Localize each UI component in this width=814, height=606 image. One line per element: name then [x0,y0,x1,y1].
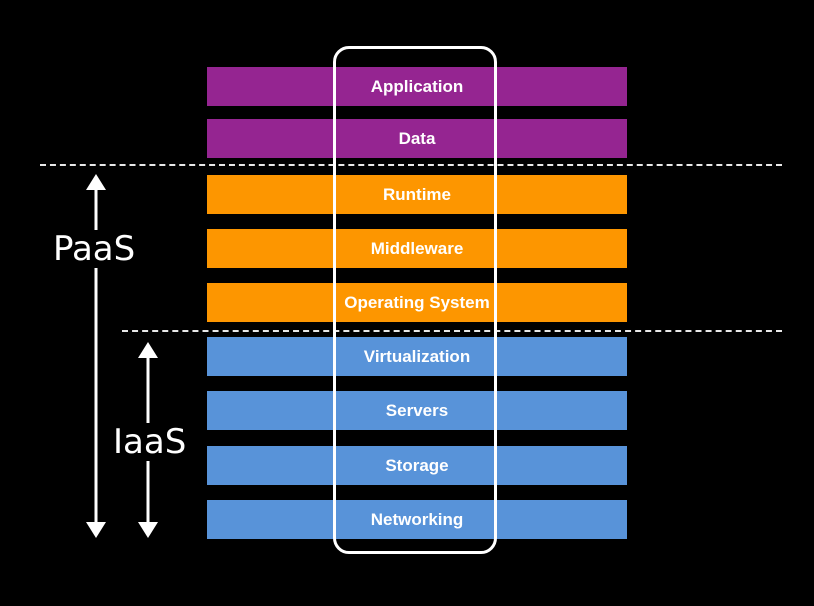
layer-servers: Servers [207,391,627,430]
iaas-label: IaaS [113,422,187,462]
layer-networking: Networking [207,500,627,539]
layer-label: Servers [385,400,449,420]
arrow-down-icon [138,522,158,538]
layer-virtualization: Virtualization [207,337,627,376]
iaas-boundary-divider [122,330,782,332]
arrow-up-icon [138,342,158,358]
arrow-up-icon [86,174,106,190]
layer-label: Middleware [370,238,464,258]
layer-label: Networking [370,509,464,529]
layer-runtime: Runtime [207,175,627,214]
layer-label: Runtime [383,184,451,204]
layer-label: Application [370,76,464,96]
layer-operating-system: Operating System [207,283,627,322]
paas-boundary-divider [40,164,782,166]
layer-middleware: Middleware [207,229,627,268]
layer-data: Data [207,119,627,158]
layer-application: Application [207,67,627,106]
layer-label: Data [398,128,436,148]
layer-label: Operating System [344,292,490,312]
arrow-down-icon [86,522,106,538]
paas-label: PaaS [53,229,136,269]
layer-label: Storage [385,455,449,475]
layer-label: Virtualization [363,346,471,366]
layer-storage: Storage [207,446,627,485]
